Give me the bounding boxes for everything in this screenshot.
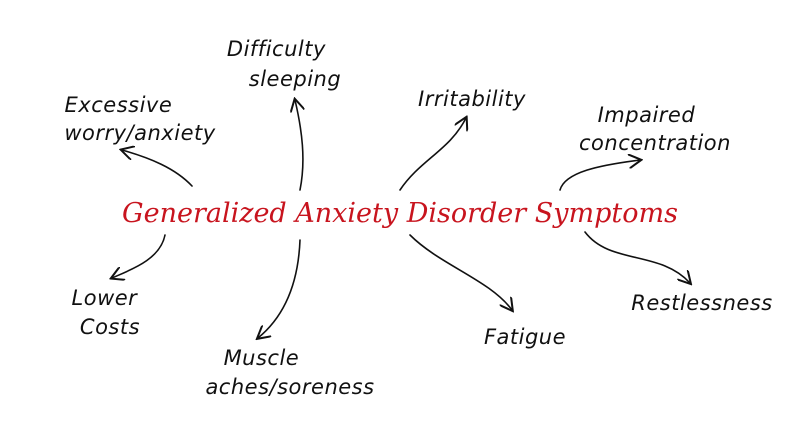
arrow-restlessness bbox=[584, 231, 690, 283]
arrow-irritability bbox=[399, 118, 466, 191]
label-irritability: Irritability bbox=[418, 87, 526, 111]
diagram-title: Generalized Anxiety Disorder Symptoms bbox=[122, 198, 678, 229]
arrow-excessive-worry bbox=[122, 150, 193, 187]
label-lower-costs: Lower Costs bbox=[72, 286, 145, 339]
label-difficulty-sleeping: Difficulty sleeping bbox=[227, 37, 341, 91]
label-muscle-aches: Muscle aches/soreness bbox=[205, 346, 374, 399]
arrow-muscle-aches bbox=[258, 239, 301, 338]
label-fatigue: Fatigue bbox=[484, 325, 566, 349]
arrow-impaired-concentration bbox=[559, 160, 640, 191]
arrow-fatigue bbox=[409, 234, 512, 310]
arrow-lower-costs bbox=[112, 234, 166, 278]
label-excessive-worry: Excessive worry/anxiety bbox=[64, 93, 215, 145]
arrow-difficulty-sleeping bbox=[295, 100, 303, 191]
label-impaired-concentration: Impaired concentration bbox=[579, 103, 731, 155]
label-restlessness: Restlessness bbox=[631, 291, 772, 315]
